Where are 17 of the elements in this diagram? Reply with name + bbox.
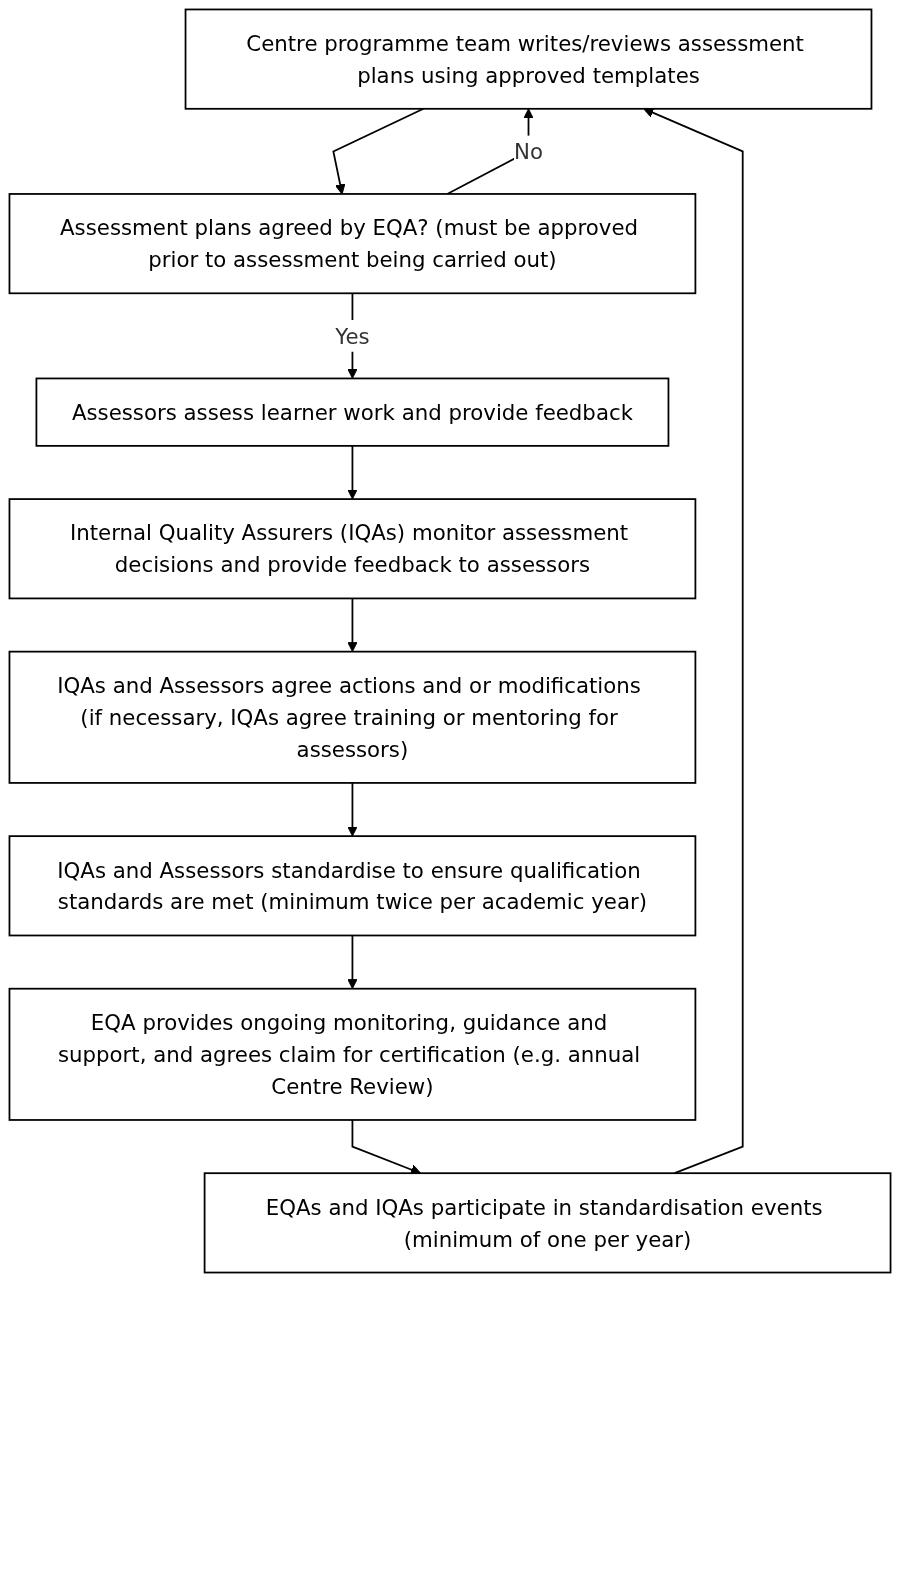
edge-label: No <box>514 138 543 164</box>
node-box: EQA provides ongoing monitoring, guidance and support, and agrees claim for certification (e.g. annual Centre Review) <box>8 987 697 1121</box>
node-box: IQAs and Assessors agree actions and or modifications (if necessary, IQAs agree training or mentoring for assessors) <box>8 650 697 784</box>
node-box: Assessment plans agreed by EQA? (must be approved prior to assessment being carried out) <box>8 193 697 295</box>
arrow <box>347 934 358 990</box>
arrow <box>351 1119 421 1175</box>
node-box: IQAs and Assessors standardise to ensure qualification standards are met (minimum twice per academic year) <box>8 835 697 937</box>
arrow <box>347 782 358 837</box>
arrow <box>347 444 358 500</box>
node-box: Internal Quality Assurers (IQAs) monitor assessment decisions and provide feedback to assessors <box>8 498 697 600</box>
node-box: Assessors assess learner work and provide feedback <box>35 377 670 447</box>
node-box: EQAs and IQAs participate in standardisation events (minimum of one per year) <box>203 1172 892 1274</box>
arrow <box>643 107 744 1175</box>
node-box: Centre programme team writes/reviews assessment plans using approved templates <box>184 8 873 110</box>
arrow <box>332 107 425 195</box>
edge-label: Yes <box>335 323 370 349</box>
arrow <box>347 597 358 653</box>
